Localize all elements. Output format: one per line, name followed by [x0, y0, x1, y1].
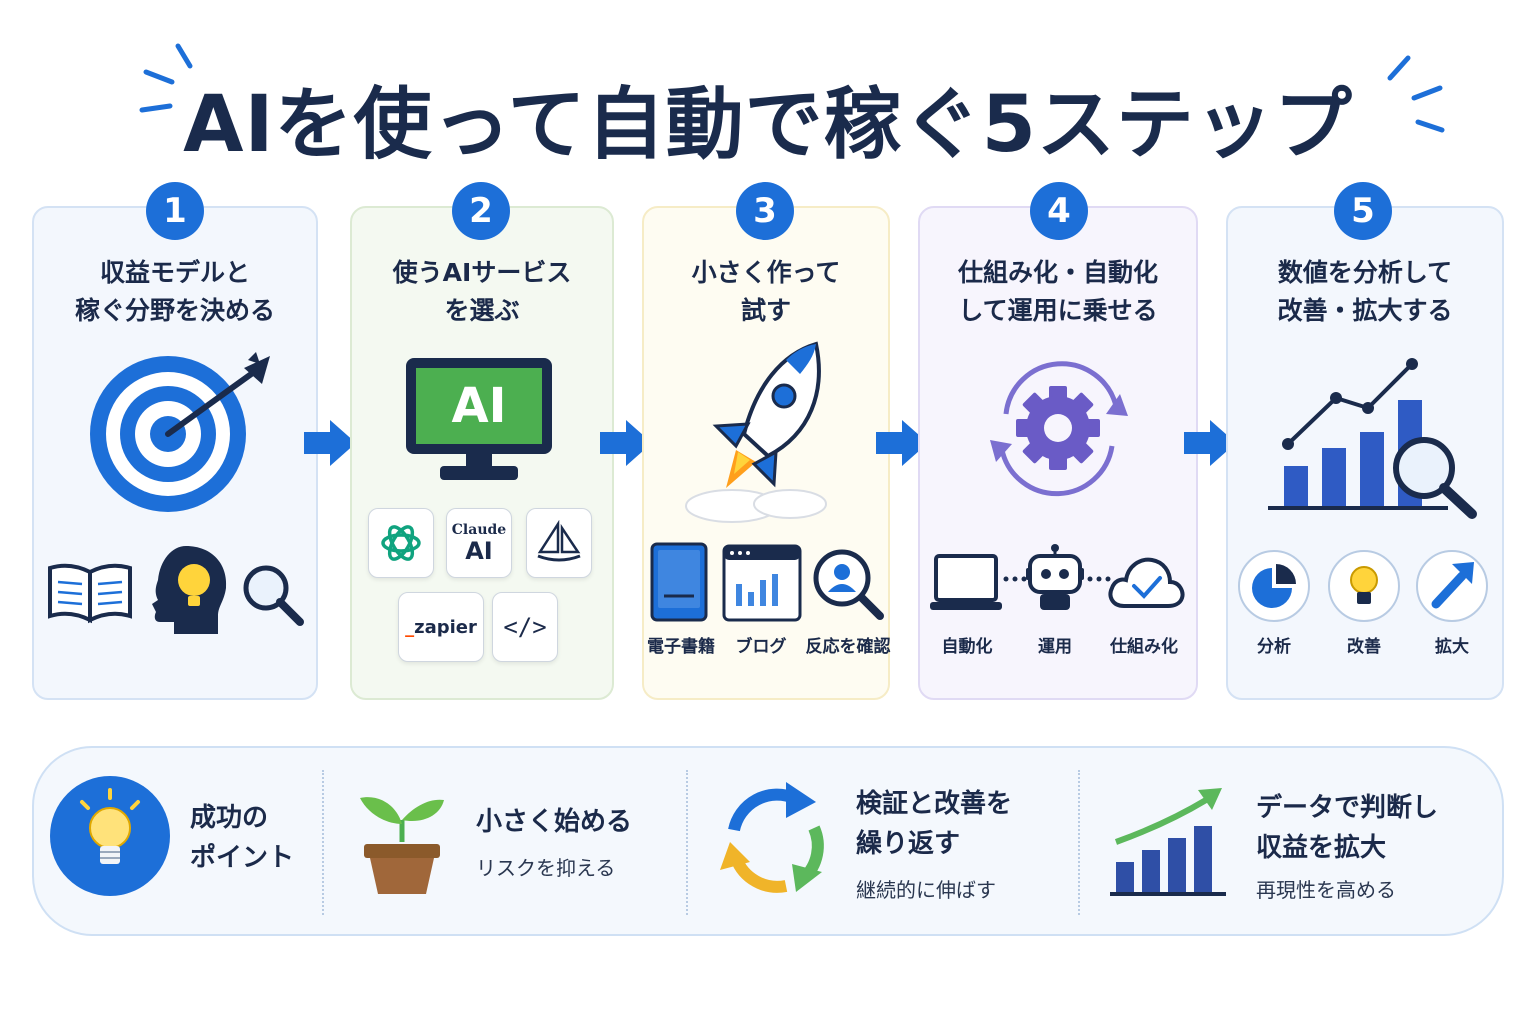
arrow-3-4-icon — [876, 420, 928, 466]
step-badge-5: 5 — [1334, 182, 1392, 240]
tip-2-title-line2: 繰り返す — [856, 829, 961, 859]
book-icon — [48, 563, 132, 624]
tip-2-title-line1: 検証と改善を — [856, 789, 1013, 819]
tip-3-title-line2: 収益を拡大 — [1256, 833, 1387, 863]
pie-analysis-icon — [1238, 550, 1310, 622]
robot-icon — [1026, 544, 1084, 610]
zapier-underscore: _ — [405, 616, 415, 638]
tip-1-title: 小さく始める — [476, 807, 633, 837]
step-badge-3: 3 — [736, 182, 794, 240]
burst-right-icon — [1387, 55, 1445, 133]
page-title: AIを使って自動で稼ぐ5ステップ — [183, 80, 1353, 170]
zapier-tool-icon[interactable]: _ zapier — [398, 592, 484, 662]
tips-header-line2: ポイント — [190, 843, 295, 873]
step3-label-blog: ブログ — [735, 637, 787, 657]
claude-tool-label: Claude — [451, 522, 507, 538]
magnifier-icon — [243, 565, 304, 626]
dots-1-icon — [1003, 576, 1027, 582]
step-title-2-line1: 使うAIサービス — [392, 258, 572, 287]
tips-separator-2 — [686, 770, 688, 915]
blog-icon — [722, 544, 802, 622]
step-badge-1: 1 — [146, 182, 204, 240]
code-tool-label: </> — [503, 613, 547, 641]
growth-chart-icon — [1268, 358, 1477, 519]
laptop-icon — [930, 554, 1002, 610]
step4-label-system: 仕組み化 — [1110, 637, 1178, 657]
step-title-4: 仕組み化・自動化 して運用に乗せる — [918, 254, 1198, 330]
step-title-3-line2: 試す — [740, 296, 791, 325]
step-title-1-line2: 稼ぐ分野を決める — [74, 296, 275, 325]
tips-header-line1: 成功の — [190, 803, 269, 833]
arrow-4-5-icon — [1184, 420, 1236, 466]
arrow-2-3-icon — [600, 420, 652, 466]
sprout-pot-icon — [360, 797, 444, 894]
tips-separator-1 — [322, 770, 324, 915]
head-lightbulb-icon — [152, 546, 227, 634]
midjourney-tool-icon[interactable] — [526, 508, 592, 578]
cloud-check-icon — [1108, 557, 1185, 608]
step-title-1-line1: 収益モデルと — [99, 258, 250, 287]
arrow-expand-icon — [1416, 550, 1488, 622]
zapier-tool-label: zapier — [414, 616, 477, 638]
dots-2-icon — [1087, 576, 1111, 582]
tip-2-sub: 継続的に伸ばす — [856, 878, 996, 902]
openai-tool-icon[interactable] — [368, 508, 434, 578]
ebook-icon — [650, 542, 708, 622]
burst-left-icon — [139, 43, 193, 113]
tip-3-title-line1: データで判断し — [1256, 793, 1439, 823]
step-title-1: 収益モデルと 稼ぐ分野を決める — [32, 254, 318, 330]
step4-label-operation: 運用 — [1038, 637, 1072, 657]
arrow-1-2-icon — [304, 420, 356, 466]
gear-cycle-icon — [990, 361, 1128, 497]
step-badge-4: 4 — [1030, 182, 1088, 240]
step-title-4-line2: して運用に乗せる — [958, 296, 1158, 325]
step-title-5-line1: 数値を分析して — [1277, 258, 1453, 287]
target-icon — [90, 352, 270, 512]
step-badge-2: 2 — [452, 182, 510, 240]
step-title-3-line1: 小さく作って — [691, 258, 841, 287]
tip-3-title: データで判断し 収益を拡大 — [1256, 788, 1438, 868]
tips-separator-3 — [1078, 770, 1080, 915]
growth-bars-icon — [1110, 788, 1226, 896]
step5-label-expand: 拡大 — [1435, 637, 1469, 657]
cycle-arrows-icon — [720, 782, 824, 893]
tips-lightbulb-icon — [50, 776, 170, 896]
tip-3-sub: 再現性を高める — [1256, 878, 1396, 902]
step-title-4-line1: 仕組み化・自動化 — [957, 258, 1158, 287]
step-title-3: 小さく作って 試す — [642, 254, 890, 330]
claude-tool-icon[interactable]: Claude AI — [446, 508, 512, 578]
ai-monitor-icon — [406, 358, 552, 480]
step-title-2: 使うAIサービス を選ぶ — [350, 254, 614, 330]
step3-label-feedback: 反応を確認 — [805, 637, 891, 657]
step-title-2-line2: を選ぶ — [444, 296, 520, 325]
step4-label-automation: 自動化 — [941, 637, 993, 657]
user-search-icon — [813, 549, 884, 620]
tip-1-sub: リスクを抑える — [476, 856, 616, 880]
step3-label-ebook: 電子書籍 — [647, 637, 715, 657]
tips-panel — [32, 746, 1504, 936]
step-title-5: 数値を分析して 改善・拡大する — [1226, 254, 1504, 330]
code-tool-icon[interactable]: </> — [492, 592, 558, 662]
step5-label-improve: 改善 — [1347, 637, 1381, 657]
tip-2-title: 検証と改善を 繰り返す — [856, 784, 1012, 864]
ai-monitor-label: AI — [451, 378, 507, 434]
step-title-5-line2: 改善・拡大する — [1277, 296, 1453, 325]
rocket-icon — [685, 341, 827, 523]
lightbulb-improve-icon — [1328, 550, 1400, 622]
tips-header: 成功の ポイント — [190, 798, 294, 878]
claude-tool-ai-label: AI — [465, 537, 493, 565]
step5-label-analysis: 分析 — [1257, 637, 1291, 657]
